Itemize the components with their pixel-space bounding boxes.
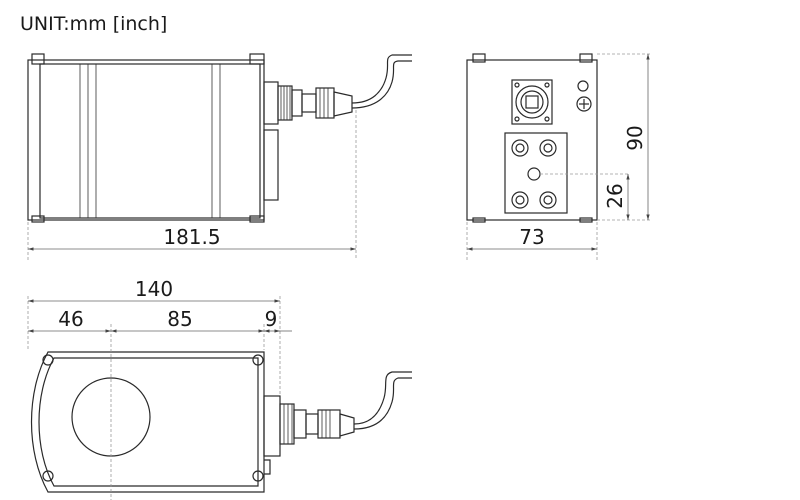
dim-height-label: 90 — [623, 125, 647, 150]
dim-seg-left-label: 46 — [58, 307, 83, 331]
dim-port-height-label: 26 — [603, 183, 627, 208]
dim-width-label: 73 — [519, 225, 544, 249]
dim-seg-right-label: 9 — [265, 307, 278, 331]
dim-length-label: 181.5 — [163, 225, 220, 249]
top-view — [30, 351, 412, 493]
side-view — [27, 53, 412, 223]
dim-total-top-label: 140 — [135, 277, 173, 301]
dim-seg-mid-label: 85 — [167, 307, 192, 331]
front-view — [466, 53, 598, 223]
unit-title: UNIT:mm [inch] — [20, 13, 167, 35]
